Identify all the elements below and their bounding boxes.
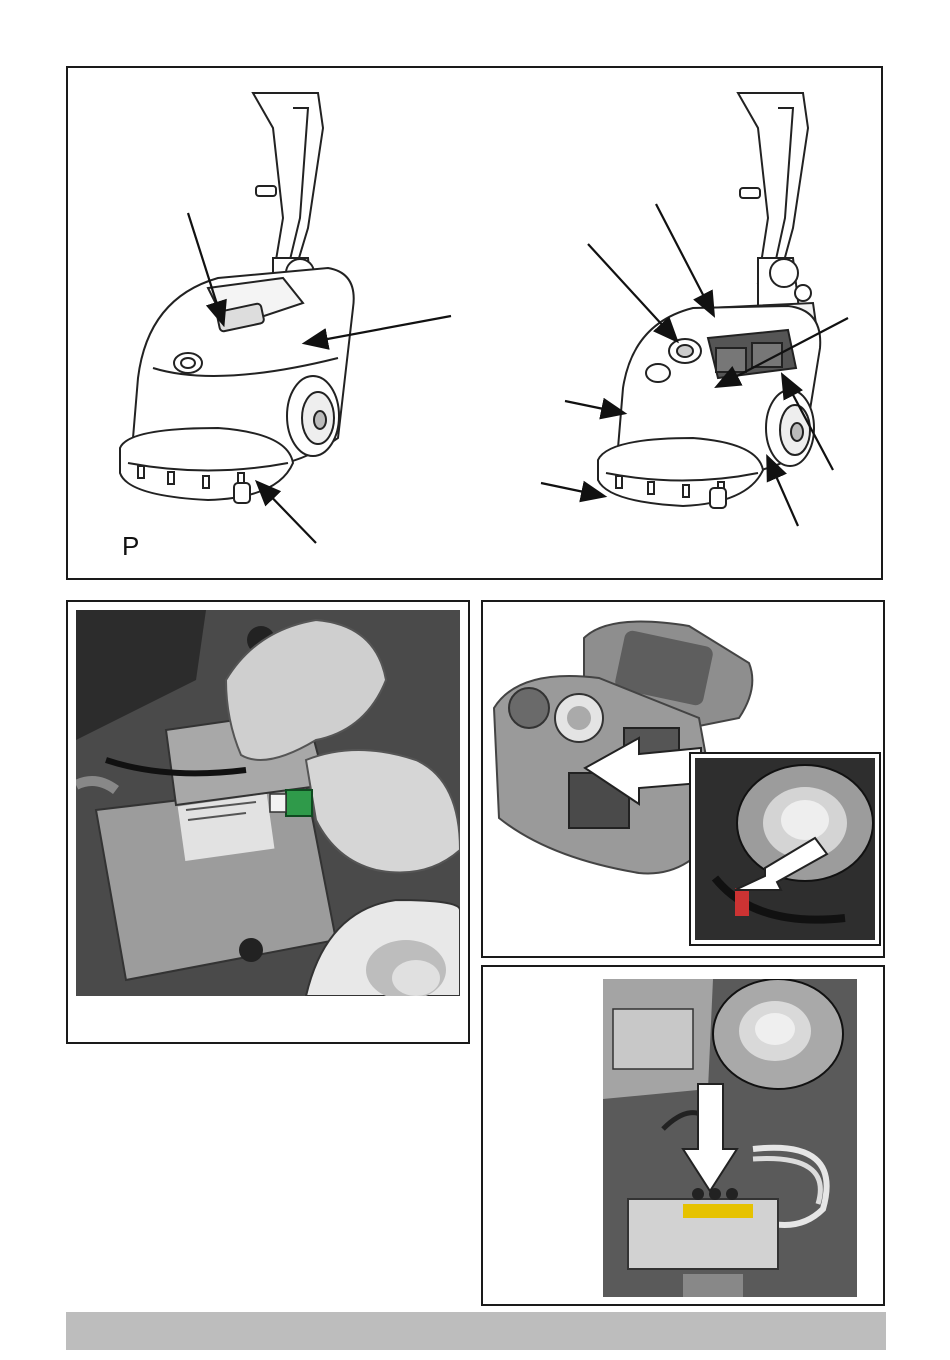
control-box-photo [603, 979, 857, 1297]
green-connector-icon [286, 790, 312, 816]
tank-inset-panel [689, 752, 881, 946]
tank-inset-photo [695, 758, 875, 940]
footer-bar [66, 1312, 886, 1350]
battery-connector-panel [66, 600, 470, 1044]
floor-scrubber-open-icon [598, 93, 820, 508]
figure-p-drawing [68, 68, 881, 578]
figure-p-panel: P [66, 66, 883, 580]
tank-open-panel [481, 600, 885, 958]
control-box-panel [481, 965, 885, 1306]
figure-label: P [122, 531, 139, 562]
battery-connector-photo [76, 610, 460, 996]
floor-scrubber-closed-icon [120, 93, 354, 503]
